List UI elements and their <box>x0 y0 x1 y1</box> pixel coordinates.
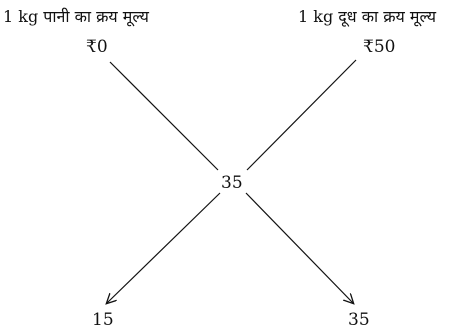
arrow-center-to-left-result <box>107 192 221 303</box>
line-left-price-to-center <box>109 61 219 171</box>
bottom-left-value: 15 <box>92 310 114 330</box>
center-value: 35 <box>221 173 243 193</box>
right-price: ₹50 <box>363 37 396 57</box>
right-heading: 1 kg दूध का क्रय मूल्य <box>298 7 437 26</box>
left-heading: 1 kg पानी का क्रय मूल्य <box>3 7 149 26</box>
bottom-right-value: 35 <box>348 310 370 330</box>
left-price: ₹0 <box>86 37 108 57</box>
arrow-center-to-right-result <box>245 192 353 303</box>
line-right-price-to-center <box>246 59 357 171</box>
